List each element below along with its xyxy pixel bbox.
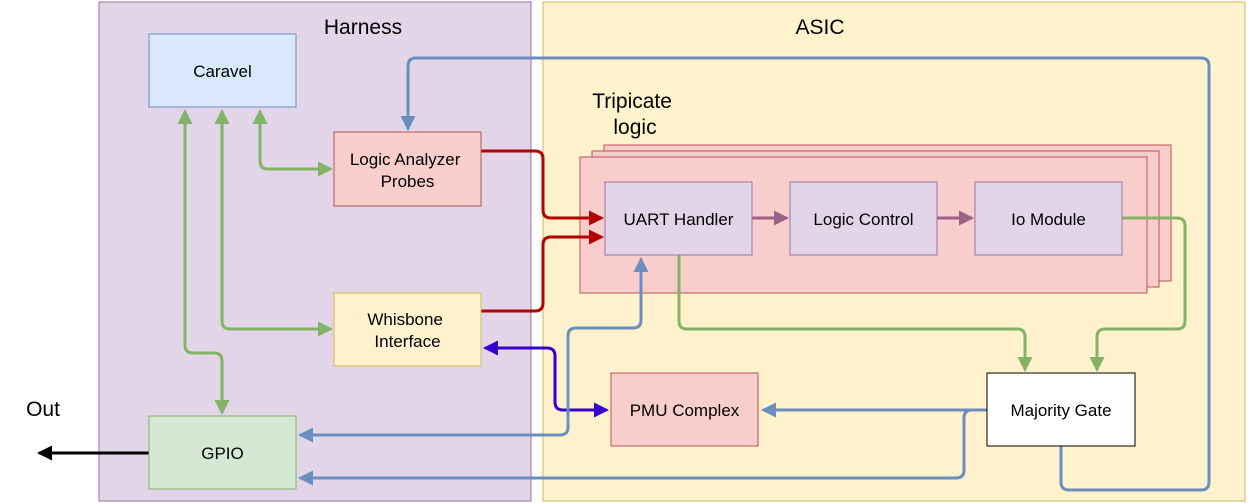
caravel-node[interactable]: Caravel <box>148 33 297 108</box>
pmu-complex-node[interactable]: PMU Complex <box>610 372 759 447</box>
svg-text:Io Module: Io Module <box>1011 210 1086 229</box>
svg-text:Majority Gate: Majority Gate <box>1010 401 1111 420</box>
majority-gate-node[interactable]: Majority Gate <box>986 372 1136 447</box>
gpio-node[interactable]: GPIO <box>148 415 297 490</box>
edge-uart-majority <box>677 254 1033 372</box>
edge-majority-gpio <box>298 408 989 486</box>
svg-text:PMU Complex: PMU Complex <box>630 401 740 420</box>
svg-text:UART Handler: UART Handler <box>624 210 734 229</box>
svg-text:Whisbone Interface: Whisbone Interface <box>367 310 447 351</box>
svg-text:GPIO: GPIO <box>201 444 244 463</box>
edge-caravel-wishbone <box>214 109 333 337</box>
logic-control-node[interactable]: Logic Control <box>789 181 938 256</box>
out-label: Out <box>26 398 60 421</box>
edge-uart-gpio <box>298 257 649 443</box>
uart-handler-node[interactable]: UART Handler <box>604 181 753 256</box>
edge-caravel-logic-analyzer <box>252 109 333 177</box>
edge-majority-logic-analyzer <box>400 56 1211 492</box>
io-module-node[interactable]: Io Module <box>974 181 1123 256</box>
svg-text:Caravel: Caravel <box>193 62 252 81</box>
edge-io-majority <box>1089 216 1187 372</box>
edge-logic-analyzer-uart <box>480 149 604 226</box>
tripicate-title: Tripicate logic <box>592 90 678 139</box>
svg-text:Logic Analyzer Probes: Logic Analyzer Probes <box>350 150 465 191</box>
harness-title: Harness <box>324 16 402 39</box>
wishbone-interface-node[interactable]: Whisbone Interface <box>333 292 482 367</box>
asic-title: ASIC <box>795 16 844 39</box>
logic-analyzer-probes-node[interactable]: Logic Analyzer Probes <box>333 131 482 207</box>
svg-text:Logic Control: Logic Control <box>813 210 913 229</box>
edge-caravel-gpio <box>177 109 230 415</box>
